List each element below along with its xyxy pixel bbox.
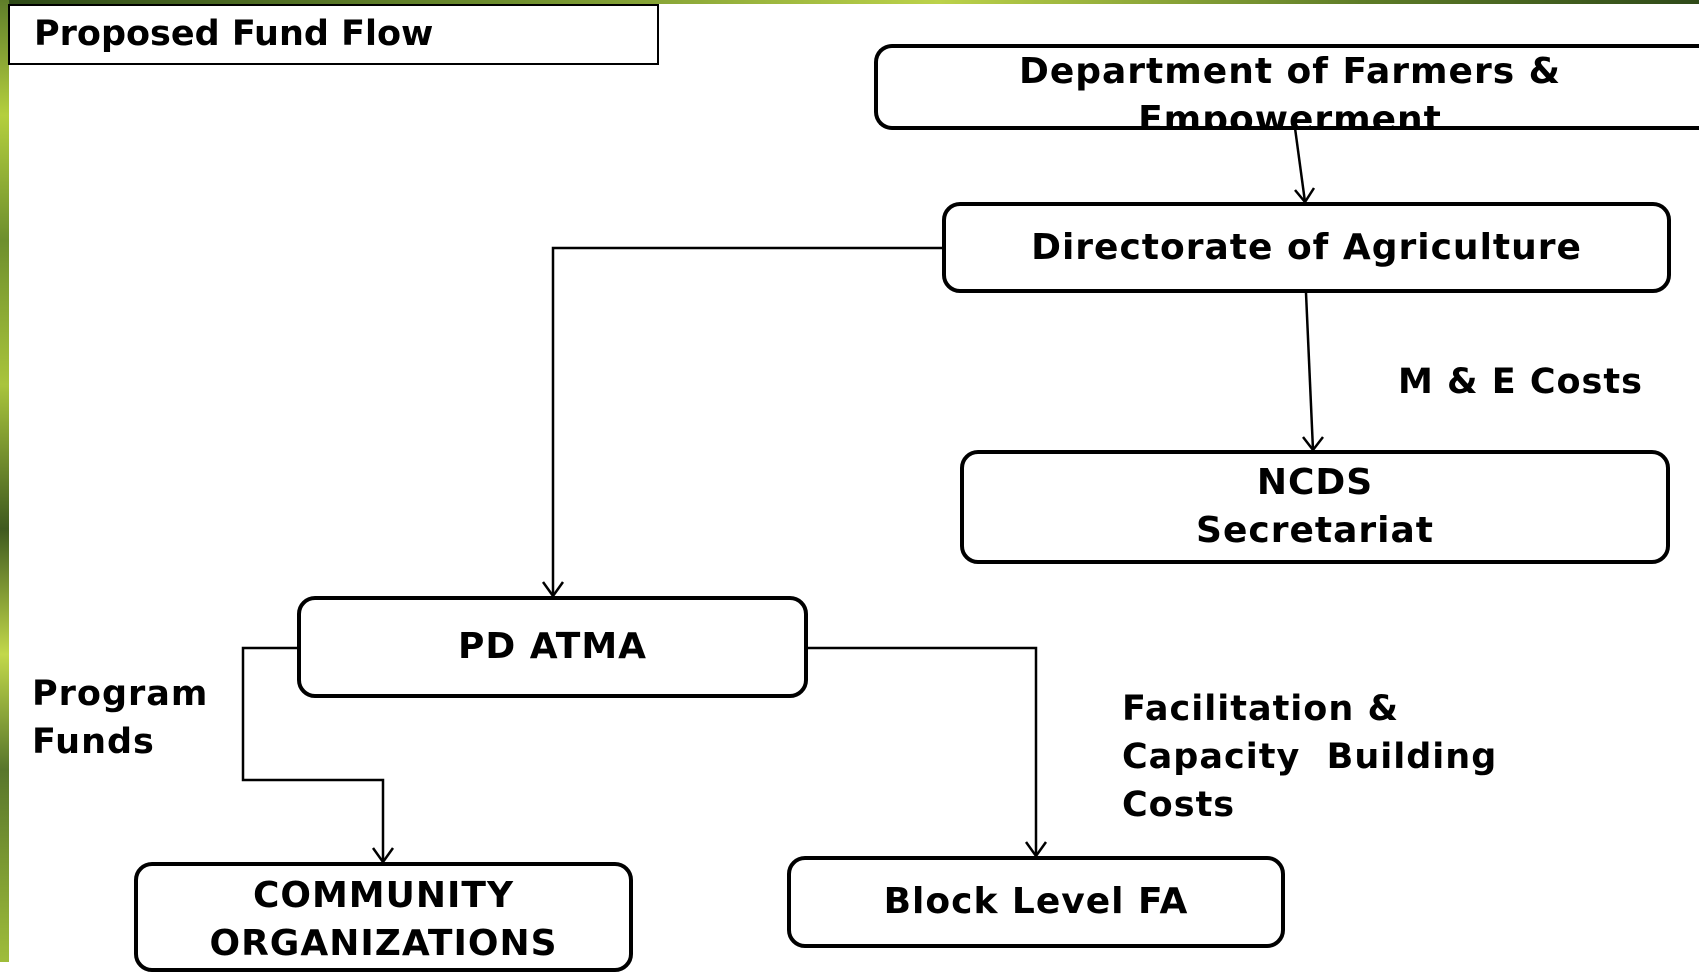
- edge-label-program-funds: Program Funds: [32, 670, 208, 766]
- node-community: COMMUNITY ORGANIZATIONS: [134, 862, 633, 972]
- edge-directorate-to-pd-atma: [551, 246, 942, 596]
- node-community-line2: ORGANIZATIONS: [209, 923, 558, 964]
- node-directorate: Directorate of Agriculture: [942, 202, 1671, 293]
- edge-department-to-directorate: [1293, 127, 1307, 203]
- node-block-fa: Block Level FA: [787, 856, 1285, 948]
- background-foliage-top-edge: [9, 0, 1699, 4]
- background-foliage-left-edge: [0, 0, 9, 962]
- edge-label-facilitation-line1: Facilitation &: [1122, 689, 1399, 729]
- edge-label-facilitation-line3: Costs: [1122, 785, 1236, 825]
- node-department-line2: Empowerment: [1138, 99, 1442, 130]
- edge-label-program-funds-line1: Program: [32, 674, 209, 714]
- node-pd-atma: PD ATMA: [297, 596, 808, 698]
- node-ncds-line2: Secretariat: [1196, 510, 1434, 551]
- edge-label-me-costs: M & E Costs: [1398, 362, 1643, 402]
- edge-pd-atma-to-community: [241, 646, 385, 862]
- node-pd-atma-label: PD ATMA: [457, 626, 648, 667]
- edge-pd-atma-to-block-fa: [808, 646, 1038, 856]
- node-ncds: NCDS Secretariat: [960, 450, 1670, 564]
- edge-label-program-funds-line2: Funds: [32, 722, 155, 762]
- node-block-fa-label: Block Level FA: [883, 881, 1189, 922]
- node-directorate-label: Directorate of Agriculture: [1031, 226, 1582, 268]
- node-community-line1: COMMUNITY: [252, 875, 515, 916]
- edge-label-facilitation-line2: Capacity Building: [1122, 737, 1498, 777]
- node-ncds-line1: NCDS: [1256, 462, 1374, 503]
- edge-label-facilitation: Facilitation & Capacity Building Costs: [1122, 685, 1497, 829]
- node-department: Department of Farmers & Empowerment: [874, 44, 1699, 130]
- diagram-title: Proposed Fund Flow: [8, 4, 659, 65]
- edge-directorate-to-ncds: [1304, 292, 1315, 451]
- node-department-line1: Department of Farmers &: [1018, 51, 1562, 92]
